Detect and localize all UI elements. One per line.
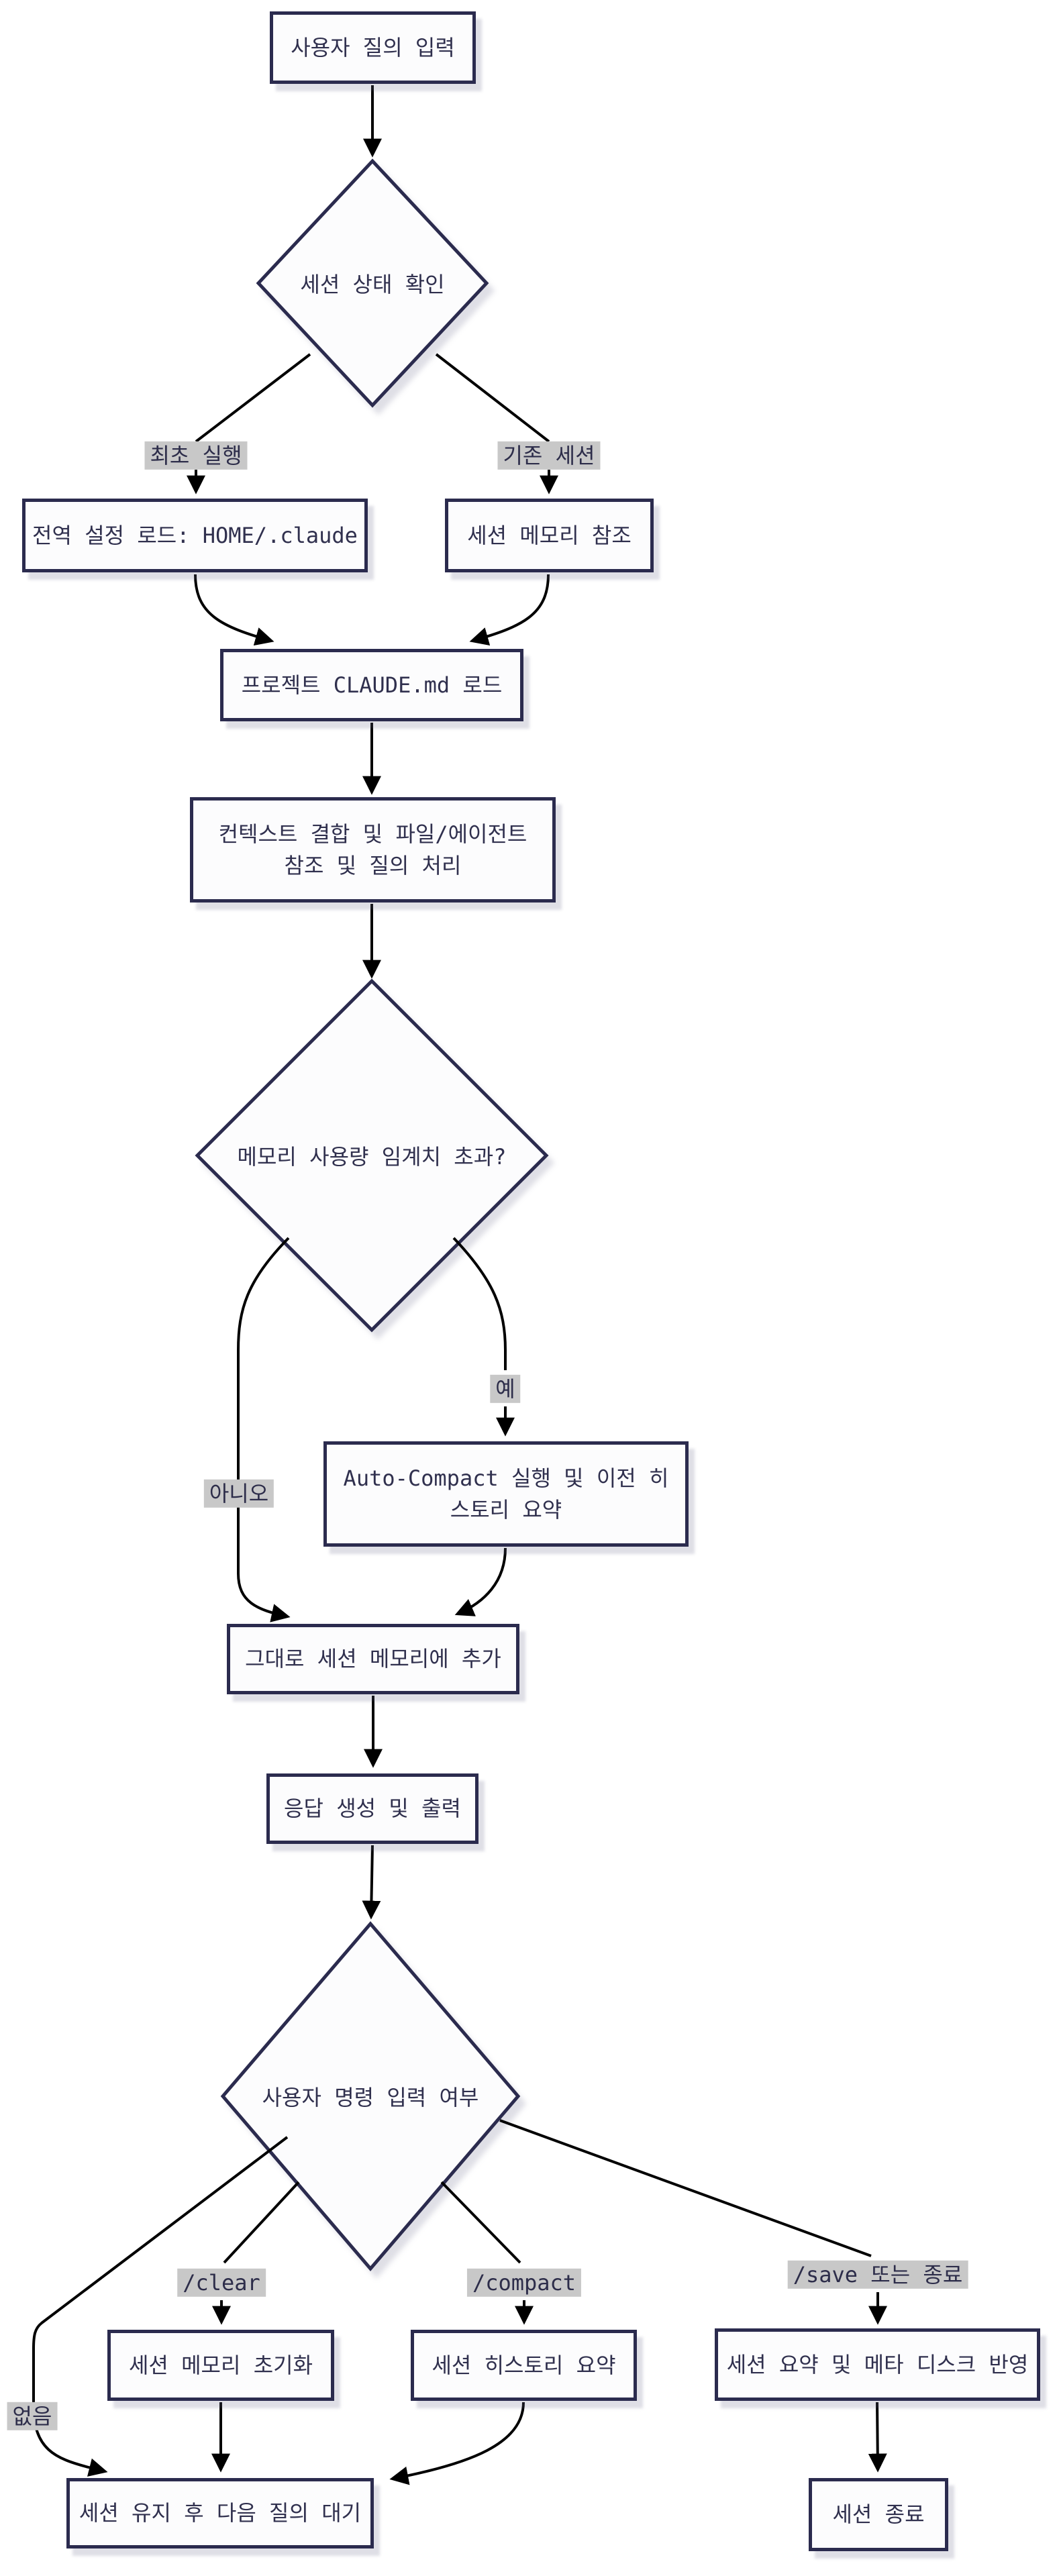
edge-usercommand-save-a xyxy=(499,2119,872,2257)
edge-label-existing-session: 기존 세션 xyxy=(497,441,601,470)
edge-summarize-keepsession xyxy=(389,2402,525,2485)
node-session-memory-ref: 세션 메모리 참조 xyxy=(445,499,654,572)
node-auto-compact: Auto-Compact 실행 및 이전 히 스토리 요약 xyxy=(323,1441,689,1547)
edge-checksession-firstrun-a xyxy=(195,353,311,443)
edge-savemeta-endsession xyxy=(868,2402,887,2473)
node-load-global: 전역 설정 로드: HOME/.claude xyxy=(22,499,368,572)
edge-usercommand-clear-a xyxy=(223,2181,300,2264)
node-keep-session: 세션 유지 후 다음 질의 대기 xyxy=(66,2478,374,2548)
edge-label-none: 없음 xyxy=(7,2402,58,2431)
edge-label-yes: 예 xyxy=(490,1374,521,1404)
node-memory-threshold-label: 메모리 사용량 임계치 초과? xyxy=(237,1144,507,1170)
edge-loadglobal-claudemd xyxy=(194,574,274,646)
node-user-command-label: 사용자 명령 입력 여부 xyxy=(262,2085,479,2110)
edge-autocompact-addmemory xyxy=(454,1547,507,1616)
edge-label-compact: /compact xyxy=(466,2268,582,2298)
node-combine-context: 컨텍스트 결합 및 파일/에이전트 참조 및 질의 처리 xyxy=(190,797,556,903)
node-clear-memory: 세션 메모리 초기화 xyxy=(107,2330,334,2401)
node-summarize-history: 세션 히스토리 요약 xyxy=(411,2330,637,2401)
node-end-session: 세션 종료 xyxy=(809,2478,948,2551)
edge-label-clear: /clear xyxy=(177,2268,266,2298)
edge-label-no: 아니오 xyxy=(203,1479,274,1508)
node-user-query: 사용자 질의 입력 xyxy=(270,11,476,84)
node-save-meta: 세션 요약 및 메타 디스크 반영 xyxy=(715,2328,1040,2401)
edge-response-usercommand xyxy=(362,1845,381,1920)
edge-memref-claudemd xyxy=(469,574,550,646)
edge-usercommand-compact-a xyxy=(440,2181,521,2264)
edge-checksession-existing-a xyxy=(435,353,550,443)
edge-label-save-or-exit: /save 또는 종료 xyxy=(787,2260,968,2289)
diamond-check-session xyxy=(256,158,489,408)
node-add-to-memory: 그대로 세션 메모리에 추가 xyxy=(227,1624,519,1694)
node-generate-response: 응답 생성 및 출력 xyxy=(266,1773,478,1844)
edge-threshold-yes-a xyxy=(452,1237,507,1370)
node-check-session-label: 세션 상태 확인 xyxy=(300,272,445,297)
node-load-claude-md: 프로젝트 CLAUDE.md 로드 xyxy=(220,649,523,721)
edge-threshold-no xyxy=(237,1237,291,1622)
edge-usercommand-none xyxy=(32,2136,289,2477)
edge-label-first-run: 최초 실행 xyxy=(144,441,248,470)
